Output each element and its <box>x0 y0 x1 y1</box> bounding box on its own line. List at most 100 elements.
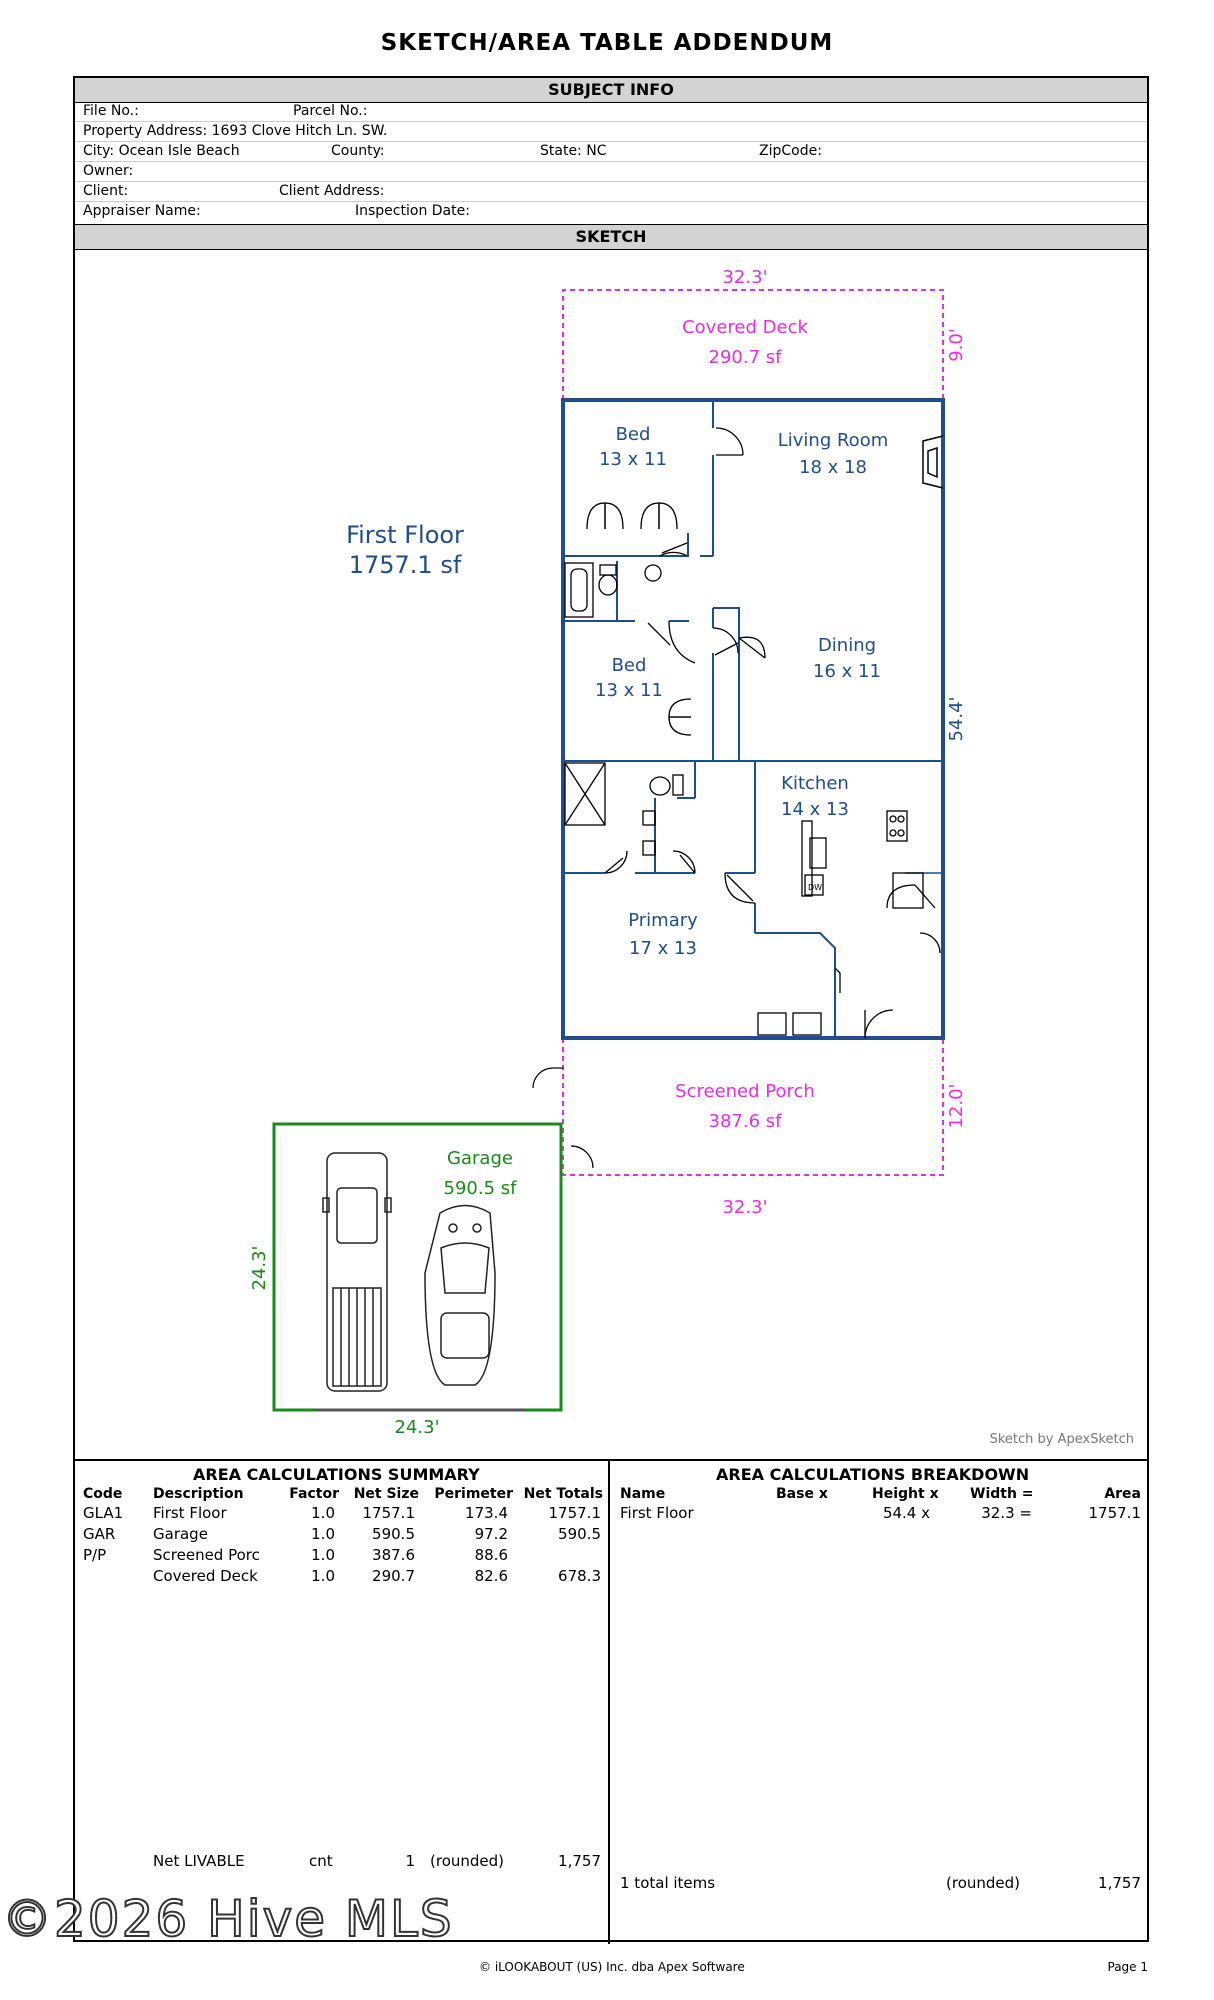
area-summary-table: AREA CALCULATIONS SUMMARY Code Descripti… <box>73 1461 610 1944</box>
breakdown-total: 1,757 <box>1098 1874 1141 1892</box>
inspection-date: Inspection Date: <box>355 203 470 219</box>
breakdown-header: AREA CALCULATIONS BREAKDOWN <box>716 1465 1030 1484</box>
room-name: Bed <box>612 655 647 676</box>
dim-garage-side: 24.3' <box>249 1245 270 1290</box>
dim-porch-side: 12.0' <box>946 1083 967 1128</box>
dim-deck-side: 9.0' <box>946 328 967 362</box>
room-size: 16 x 11 <box>813 661 881 682</box>
room-name: Primary <box>628 910 698 931</box>
summary-header: AREA CALCULATIONS SUMMARY <box>193 1465 480 1484</box>
col-name: Name <box>620 1486 666 1502</box>
covered-deck-label: Covered Deck <box>682 317 808 338</box>
room-size: 13 x 11 <box>599 449 667 470</box>
cell: 173.4 <box>465 1504 508 1522</box>
fixtures <box>564 427 941 1039</box>
sports-car-icon <box>424 1204 496 1386</box>
covered-deck-area: 290.7 sf <box>709 347 783 368</box>
cell: 590.5 <box>558 1525 601 1543</box>
area-tables: AREA CALCULATIONS SUMMARY Code Descripti… <box>73 1459 1149 1944</box>
cell: 54.4 x <box>882 1504 930 1522</box>
col-perimeter: Perimeter <box>434 1486 513 1502</box>
room-size: 14 x 13 <box>781 799 849 820</box>
cell: GAR <box>83 1525 116 1543</box>
county: County: <box>331 143 385 159</box>
cell: 290.7 <box>372 1567 415 1585</box>
net-livable-total: 1,757 <box>558 1852 601 1870</box>
room-name: Living Room <box>778 430 889 451</box>
net-livable-unit: cnt <box>309 1852 333 1870</box>
col-factor: Factor <box>289 1486 339 1502</box>
sketch-credit: Sketch by ApexSketch <box>989 1432 1134 1447</box>
info-row-city: City: Ocean Isle Beach County: State: NC… <box>75 142 1147 162</box>
info-row-owner: Owner: <box>75 162 1147 182</box>
col-base: Base x <box>776 1486 828 1502</box>
mls-watermark: ©2026 Hive MLS <box>1 1889 454 1949</box>
cell: 97.2 <box>474 1525 508 1543</box>
floor-plan-svg: 32.3' 9.0' Covered Deck 290.7 sf 32.3' 1… <box>249 267 967 1438</box>
subject-info-header: SUBJECT INFO <box>75 77 1147 103</box>
dim-porch-bottom: 32.3' <box>722 1197 767 1218</box>
cell: 1757.1 <box>362 1504 416 1522</box>
room-name: Kitchen <box>781 773 849 794</box>
sketch-header: SKETCH <box>75 224 1147 250</box>
file-no: File No.: <box>83 103 139 119</box>
page-title: SKETCH/AREA TABLE ADDENDUM <box>380 30 834 56</box>
room-name: Bed <box>616 424 651 445</box>
dim-house-side: 54.4' <box>946 696 967 741</box>
cell: 32.3 = <box>981 1504 1032 1522</box>
cell: 1.0 <box>311 1567 335 1585</box>
first-floor-label: First Floor <box>346 521 464 549</box>
cell: 82.6 <box>474 1567 508 1585</box>
net-livable-label: Net LIVABLE <box>153 1852 245 1870</box>
dim-garage-bottom: 24.3' <box>394 1417 439 1438</box>
cell: 1.0 <box>311 1504 335 1522</box>
cell: 678.3 <box>558 1567 601 1585</box>
info-row-address: Property Address: 1693 Clove Hitch Ln. S… <box>75 122 1147 142</box>
net-livable-count: 1 <box>405 1852 415 1870</box>
room-size: 17 x 13 <box>629 938 697 959</box>
col-code: Code <box>83 1486 123 1502</box>
info-row-file: File No.: Parcel No.: <box>75 102 1147 122</box>
total-items: 1 total items <box>620 1874 716 1892</box>
col-net-totals: Net Totals <box>523 1486 603 1502</box>
first-floor-plan: 54.4' <box>561 398 967 1040</box>
copyright-footer: © iLOOKABOUT (US) Inc. dba Apex Software <box>479 1960 745 1974</box>
col-width: Width = <box>970 1486 1034 1502</box>
cell: 88.6 <box>474 1546 508 1564</box>
room-name: Dining <box>818 635 876 656</box>
net-livable-rounded: (rounded) <box>430 1852 505 1870</box>
city: City: Ocean Isle Beach <box>83 143 240 159</box>
area-breakdown-table: AREA CALCULATIONS BREAKDOWN Name Base x … <box>610 1461 1149 1944</box>
breakdown-rounded: (rounded) <box>946 1874 1021 1892</box>
room-labels: Bed 13 x 11 Living Room 18 x 18 Bed 13 x… <box>595 424 888 959</box>
page-number: Page 1 <box>1107 1960 1149 1974</box>
garage-label: Garage <box>447 1148 513 1169</box>
appraiser-name: Appraiser Name: <box>83 203 201 219</box>
room-size: 18 x 18 <box>799 457 867 478</box>
parcel-no: Parcel No.: <box>293 103 368 119</box>
owner: Owner: <box>83 163 134 179</box>
first-floor-area: 1757.1 sf <box>349 551 462 579</box>
client-address: Client Address: <box>279 183 385 199</box>
cell: GLA1 <box>83 1504 124 1522</box>
pickup-truck-icon <box>322 1152 392 1392</box>
garage: Garage 590.5 sf 24.3' 24.3' <box>249 1122 563 1438</box>
client: Client: <box>83 183 129 199</box>
cell: 1757.1 <box>548 1504 602 1522</box>
zipcode: ZipCode: <box>759 143 822 159</box>
room-size: 13 x 11 <box>595 680 663 701</box>
property-address: Property Address: 1693 Clove Hitch Ln. S… <box>83 123 388 139</box>
cell: Garage <box>153 1525 208 1543</box>
screened-porch-area: 387.6 sf <box>709 1111 783 1132</box>
cell: First Floor <box>153 1504 227 1522</box>
cell: First Floor <box>620 1504 694 1522</box>
screened-porch-label: Screened Porch <box>675 1081 815 1102</box>
col-net-size: Net Size <box>353 1486 419 1502</box>
cell: 1757.1 <box>1088 1504 1142 1522</box>
screened-porch: 32.3' 12.0' Screened Porch 387.6 sf <box>532 1038 967 1218</box>
dim-deck-top: 32.3' <box>722 267 767 288</box>
state: State: NC <box>540 143 607 159</box>
col-height: Height x <box>872 1486 939 1502</box>
dishwasher-label: DW <box>808 883 822 892</box>
cell: 1.0 <box>311 1525 335 1543</box>
